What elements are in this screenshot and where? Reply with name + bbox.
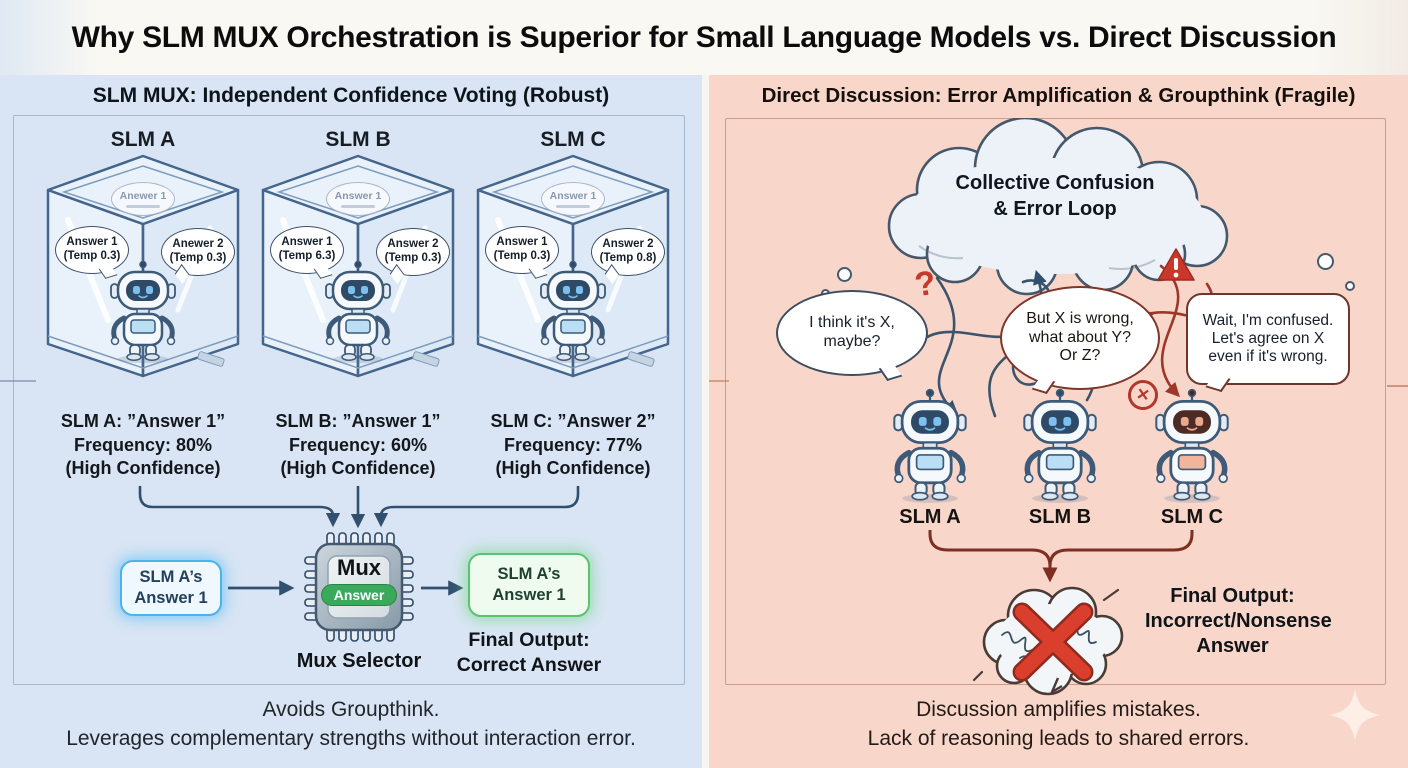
robot-icon-slm-b <box>1014 388 1106 504</box>
output-box-line: Answer 1 <box>492 586 566 604</box>
vote-confidence: (High Confidence) <box>65 458 221 478</box>
speech-bubble-b1: Answer 1 (Temp 6.3) <box>270 226 344 274</box>
bubble-line: Answer 2 <box>387 238 439 251</box>
bubble-line: Answer 2 <box>602 238 654 251</box>
vote-frequency: Frequency: 60% <box>288 434 428 455</box>
tick-mark <box>709 380 729 382</box>
vote-frequency: Frequency: 77% <box>503 434 643 455</box>
left-panel-header: SLM MUX: Independent Confidence Voting (… <box>92 84 610 107</box>
bubble-line: (Temp 0.3) <box>63 250 121 262</box>
final-output-label: Final Output: <box>1170 585 1295 607</box>
faded-bubble-text: Answer 1 <box>334 190 382 203</box>
caption-line: Avoids Groupthink. <box>262 698 440 721</box>
caption-line: Lack of reasoning leads to shared errors… <box>867 727 1250 750</box>
vote-answer: SLM B: ”Answer 1” <box>275 411 441 431</box>
speech-bubble-c1: Answer 1 (Temp 0.3) <box>485 226 559 274</box>
vote-confidence: (High Confidence) <box>495 458 651 478</box>
vote-summary-c: SLM C: ”Answer 2” Frequency: 77% (High C… <box>463 410 683 481</box>
bubble-line: (Temp 0.3) <box>493 250 551 262</box>
bubble-line: Answer 1 <box>496 236 548 249</box>
squiggle <box>126 204 160 208</box>
panel-slm-mux: SLM MUX: Independent Confidence Voting (… <box>0 75 702 768</box>
mux-chip-text: Mux Answer <box>303 555 415 606</box>
final-output-value: Incorrect/Nonsense <box>1145 610 1332 632</box>
arrow-input-to-mux <box>228 580 295 596</box>
sparkle-icon <box>1328 688 1382 742</box>
final-output-correct: Final Output: Correct Answer <box>448 628 610 678</box>
squiggle <box>341 204 375 208</box>
bubble-line: Answer 1 <box>281 236 333 249</box>
faded-bubble: Answer 1 <box>326 182 390 216</box>
speech-bubble-b2: Answer 2 (Temp 0.3) <box>376 228 450 276</box>
final-output-value: Correct Answer <box>456 654 602 676</box>
bubble-line: (Temp 0.8) <box>599 252 657 264</box>
discussion-slm-a-label: SLM A <box>899 506 961 528</box>
output-box-line: SLM A’s <box>497 565 561 584</box>
panel-direct-discussion: Direct Discussion: Error Amplification &… <box>709 75 1408 768</box>
right-caption: Discussion amplifies mistakes. Lack of r… <box>709 695 1408 753</box>
chat-bubble-2: But X is wrong, what about Y? Or Z? <box>1000 286 1160 390</box>
speech-bubble-a2: Anewer 2 (Temp 0.3) <box>161 228 235 276</box>
thought-dot <box>1345 281 1355 291</box>
tick-mark <box>1387 385 1408 387</box>
mux-selector-caption: Mux Selector <box>296 650 422 672</box>
input-answer-box: SLM A’s Answer 1 <box>120 560 222 616</box>
input-box-line: Answer 1 <box>134 589 208 607</box>
caption-line: Discussion amplifies mistakes. <box>916 698 1201 721</box>
robot-icon-slm-a <box>884 388 976 504</box>
speech-bubble-a1: Answer 1 (Temp 0.3) <box>55 226 129 274</box>
vote-confidence: (High Confidence) <box>280 458 436 478</box>
chat-bubble-3: Wait, I'm confused. Let's agree on X eve… <box>1186 293 1350 385</box>
title-band: Why SLM MUX Orchestration is Superior fo… <box>0 0 1408 75</box>
squiggle <box>556 204 590 208</box>
confusion-cloud-text: Collective Confusion & Error Loop <box>930 170 1180 222</box>
vote-answer: SLM A: ”Answer 1” <box>60 411 226 431</box>
warning-icon <box>1155 246 1197 284</box>
thought-dot <box>837 267 852 282</box>
left-caption: Avoids Groupthink. Leverages complementa… <box>0 695 702 753</box>
tick-mark <box>0 380 36 382</box>
slm-c-label: SLM C <box>540 128 606 151</box>
robot-icon-slm-c <box>1146 388 1238 504</box>
input-box-line: SLM A’s <box>139 568 203 587</box>
vote-frequency: Frequency: 80% <box>73 434 213 455</box>
bubble-line: (Temp 0.3) <box>384 252 442 264</box>
arrow-mux-to-output <box>421 580 464 596</box>
bubble-line: (Temp 6.3) <box>278 250 336 262</box>
vote-answer: SLM C: ”Answer 2” <box>490 411 656 431</box>
speech-bubble-c2: Answer 2 (Temp 0.8) <box>591 228 665 276</box>
bubble-line: (Temp 0.3) <box>169 252 227 264</box>
thought-dot <box>1317 253 1334 270</box>
caption-line: Leverages complementary strengths withou… <box>66 727 636 750</box>
nonsense-cloud-icon <box>972 580 1137 705</box>
converge-arrows <box>138 486 580 529</box>
chat-bubble-text: Wait, I'm confused. Let's agree on X eve… <box>1202 311 1334 366</box>
bubble-line: Answer 1 <box>66 236 118 249</box>
faded-bubble: Anewer 1 <box>111 182 175 216</box>
vote-summary-a: SLM A: ”Answer 1” Frequency: 80% (High C… <box>33 410 253 481</box>
faded-bubble-text: Anewer 1 <box>119 190 167 203</box>
slm-b-label: SLM B <box>325 128 391 151</box>
mux-label: Mux <box>337 555 381 580</box>
cloud-line: & Error Loop <box>993 198 1117 220</box>
bubble-line: Anewer 2 <box>172 238 224 251</box>
chat-bubble-text: But X is wrong, what about Y? Or Z? <box>1026 309 1134 365</box>
discussion-slm-b-label: SLM B <box>1028 506 1092 528</box>
output-answer-box: SLM A’s Answer 1 <box>468 553 590 617</box>
page-title: Why SLM MUX Orchestration is Superior fo… <box>71 20 1337 54</box>
faded-bubble-text: Answer 1 <box>549 190 597 203</box>
right-panel-header: Direct Discussion: Error Amplification &… <box>761 84 1356 107</box>
bracket-arrow <box>928 530 1194 583</box>
vote-summary-b: SLM B: ”Answer 1” Frequency: 60% (High C… <box>248 410 468 481</box>
faded-bubble: Answer 1 <box>541 182 605 216</box>
chat-bubble-text: I think it's X, maybe? <box>809 314 895 350</box>
slm-a-label: SLM A <box>110 128 176 151</box>
final-output-incorrect: Final Output: Incorrect/Nonsense Answer <box>1145 584 1332 659</box>
discussion-slm-c-label: SLM C <box>1160 506 1224 528</box>
cloud-line: Collective Confusion <box>955 172 1155 194</box>
chat-bubble-1: I think it's X, maybe? <box>776 290 928 376</box>
answer-badge: Answer <box>320 584 398 606</box>
final-output-value: Answer <box>1196 635 1269 657</box>
final-output-label: Final Output: <box>468 629 590 651</box>
